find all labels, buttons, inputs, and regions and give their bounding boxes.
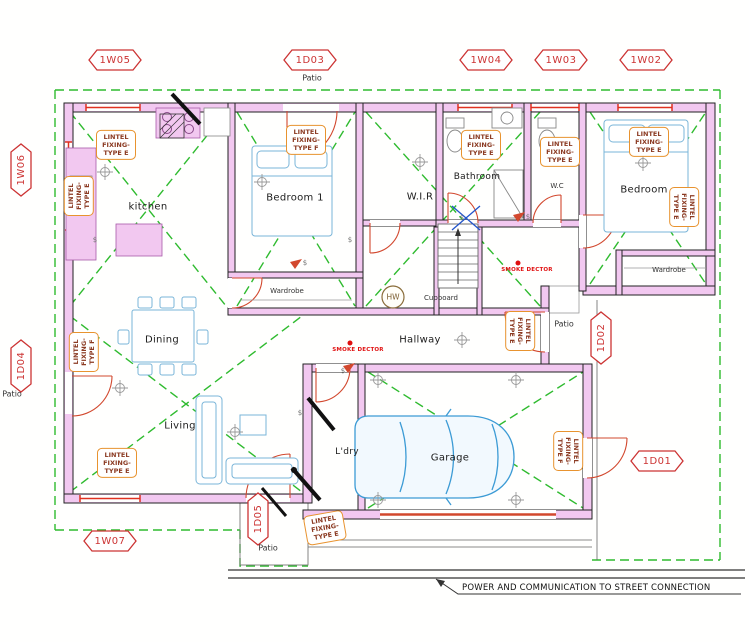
- hexagon-icon: [459, 49, 513, 71]
- lintel-fixing-label: LINTEL FIXING- TYPE F: [552, 431, 584, 471]
- switch-symbol: $: [92, 236, 98, 244]
- hexagon-icon: [10, 143, 32, 197]
- lintel-fixing-label: LINTEL FIXING- TYPE F: [286, 124, 326, 156]
- bathroom-fixtures: [445, 107, 557, 219]
- hexagon-icon: [83, 530, 137, 552]
- lintel-fixing-label: LINTEL FIXING- TYPE E: [96, 129, 136, 161]
- tag-label: 1W03: [545, 54, 577, 66]
- hexagon-icon: [10, 339, 32, 393]
- tag-1W04: 1W04: [459, 49, 513, 71]
- tag-label: 1D03: [295, 54, 325, 66]
- tag-1D05: 1D05: [247, 492, 269, 546]
- room-label-wc: W.C: [550, 182, 564, 190]
- smoke-detector-dot: [347, 340, 353, 346]
- room-label-living: Living: [164, 420, 196, 432]
- tag-1W02: 1W02: [619, 49, 673, 71]
- switch-symbol: $: [297, 409, 303, 417]
- lintel-fixing-label: LINTEL FIXING- TYPE E: [63, 176, 95, 216]
- room-label-kitchen: kitchen: [128, 201, 168, 213]
- patio-label-bottom: Patio: [258, 543, 278, 553]
- room-label-bathroom: Bathroom: [453, 172, 501, 182]
- hexagon-icon: [88, 49, 142, 71]
- lintel-fixing-label: LINTEL FIXING- TYPE F: [68, 332, 100, 372]
- tag-label: 1W06: [15, 154, 27, 186]
- lintel-fixing-label: LINTEL FIXING- TYPE E: [504, 311, 536, 351]
- switch-symbol: $: [302, 259, 308, 267]
- tag-1W03: 1W03: [534, 49, 588, 71]
- tag-1D04: 1D04: [10, 339, 32, 393]
- room-label-wardrobe-2: Wardrobe: [652, 266, 686, 274]
- tag-1D02: 1D02: [590, 311, 612, 365]
- hexagon-icon: [247, 492, 269, 546]
- smoke-detector-label: SMOKE DECTOR: [501, 267, 553, 273]
- tag-1D01: 1D01: [630, 450, 684, 472]
- tag-label: 1D04: [15, 351, 27, 381]
- room-label-hallway: Hallway: [399, 334, 441, 346]
- room-label-wir: W.I.R: [406, 191, 434, 203]
- hot-water-label: HW: [386, 292, 400, 302]
- lintel-fixing-label: LINTEL FIXING- TYPE E: [668, 187, 700, 227]
- room-label-dining: Dining: [144, 334, 180, 346]
- hexagon-icon: [619, 49, 673, 71]
- room-label-garage: Garage: [430, 452, 470, 464]
- hexagon-icon: [283, 49, 337, 71]
- wardrobe-rails: [240, 267, 706, 301]
- tag-label: 1W02: [630, 54, 662, 66]
- hot-water-cylinder-symbol: [381, 285, 405, 309]
- tag-label: 1D05: [252, 504, 264, 534]
- hexagon-icon: [590, 311, 612, 365]
- car: [354, 408, 515, 506]
- room-label-bedroom-2: Bedroom: [620, 184, 668, 196]
- tag-1W05: 1W05: [88, 49, 142, 71]
- tag-1W06: 1W06: [10, 143, 32, 197]
- smoke-detector-label: SMOKE DECTOR: [332, 347, 384, 353]
- tag-label: 1W05: [99, 54, 131, 66]
- patio-label-right: Patio: [554, 319, 574, 329]
- light-fixture-symbols: [97, 154, 651, 508]
- room-label-cupboard: Cupboard: [424, 294, 458, 302]
- dining-table: [131, 309, 195, 363]
- switch-symbol: $: [525, 213, 531, 221]
- coffee-table: [239, 414, 267, 436]
- lintel-fixing-label: LINTEL FIXING- TYPE E: [97, 447, 137, 479]
- note-leader-line: [435, 578, 741, 595]
- stairs: [437, 205, 481, 289]
- room-label-laundry: L'dry: [335, 447, 359, 457]
- tag-1D03: 1D03: [283, 49, 337, 71]
- room-label-bedroom-1: Bedroom 1: [266, 192, 324, 204]
- patio-label-top: Patio: [302, 73, 322, 83]
- room-label-wardrobe-1: Wardrobe: [270, 287, 304, 295]
- tag-label: 1W07: [94, 535, 126, 547]
- switch-symbol: $: [347, 236, 353, 244]
- street-connection-note: POWER AND COMMUNICATION TO STREET CONNEC…: [462, 583, 711, 593]
- hexagon-icon: [534, 49, 588, 71]
- hexagon-icon: [630, 450, 684, 472]
- lintel-fixing-label: LINTEL FIXING- TYPE E: [540, 136, 580, 168]
- section-marks: [170, 92, 336, 517]
- tag-label: 1D02: [595, 323, 607, 353]
- door-direction-arrows: [290, 212, 525, 373]
- switch-symbol: $: [340, 367, 346, 375]
- tag-label: 1W04: [470, 54, 502, 66]
- switch-symbol: $: [459, 214, 465, 222]
- patio-label-left: Patio: [2, 389, 22, 399]
- lintel-fixing-label: LINTEL FIXING- TYPE E: [629, 126, 669, 158]
- tag-label: 1D01: [642, 455, 672, 467]
- smoke-detector-dot: [515, 260, 521, 266]
- tag-1W07: 1W07: [83, 530, 137, 552]
- lintel-fixing-label: LINTEL FIXING- TYPE E: [461, 129, 501, 161]
